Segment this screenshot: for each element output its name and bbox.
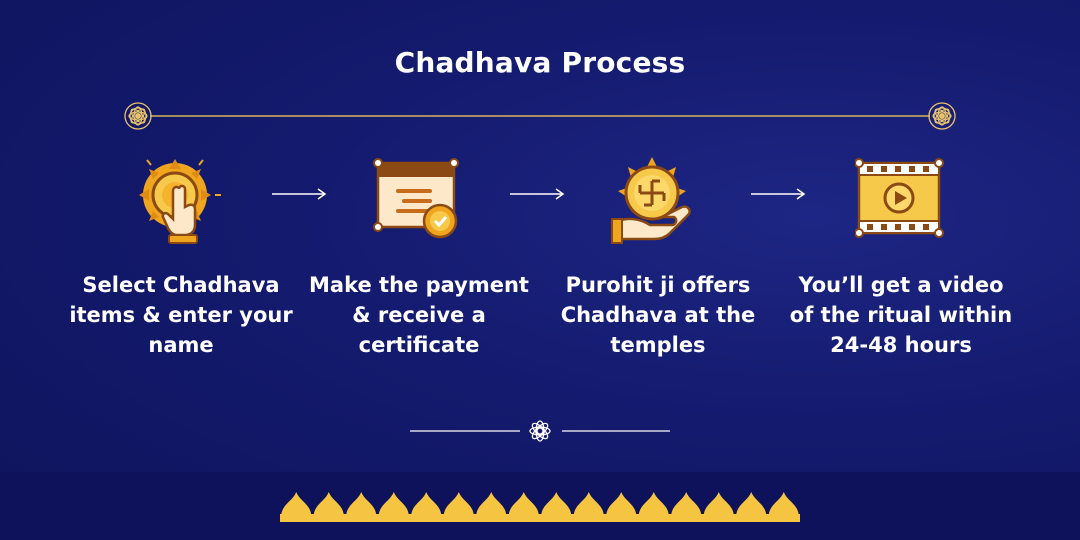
arrow-right-icon xyxy=(751,188,806,200)
mandala-left-icon xyxy=(124,102,152,130)
dome-shape xyxy=(671,492,702,518)
dome-shape xyxy=(281,492,312,518)
swastik-offering-icon xyxy=(611,157,691,244)
temple-domes-border xyxy=(280,492,800,522)
top-divider xyxy=(124,102,956,130)
dome-shape xyxy=(638,492,669,518)
dome-shape xyxy=(346,492,377,518)
dome-shape xyxy=(768,492,799,518)
flower-icon xyxy=(529,420,551,442)
dome-shape xyxy=(573,492,604,518)
dome-shape xyxy=(443,492,474,518)
arrow-right-icon xyxy=(510,188,565,200)
arrow-right-icon xyxy=(272,188,327,200)
step-1-text: Select Chadhava items & enter your name xyxy=(69,273,293,357)
dome-shape xyxy=(313,492,344,518)
step-2-text: Make the payment & receive a certificate xyxy=(309,273,529,357)
mandala-right-icon xyxy=(928,102,956,130)
dome-shape xyxy=(476,492,507,518)
step-3-text: Purohit ji offers Chadhava at the temple… xyxy=(560,273,756,357)
page-title: Chadhava Process xyxy=(394,46,686,79)
dome-shape xyxy=(378,492,409,518)
step-4-text: You’ll get a video of the ritual within … xyxy=(789,273,1013,357)
bottom-divider xyxy=(410,420,670,442)
dome-shape xyxy=(703,492,734,518)
footer-band xyxy=(0,472,1080,540)
dome-shape xyxy=(606,492,637,518)
certificate-icon xyxy=(373,158,459,239)
tap-hand-icon xyxy=(139,159,221,244)
dome-shape xyxy=(411,492,442,518)
video-play-icon xyxy=(855,158,944,238)
dome-shape xyxy=(736,492,767,518)
dome-shape xyxy=(508,492,539,518)
dome-shape xyxy=(541,492,572,518)
